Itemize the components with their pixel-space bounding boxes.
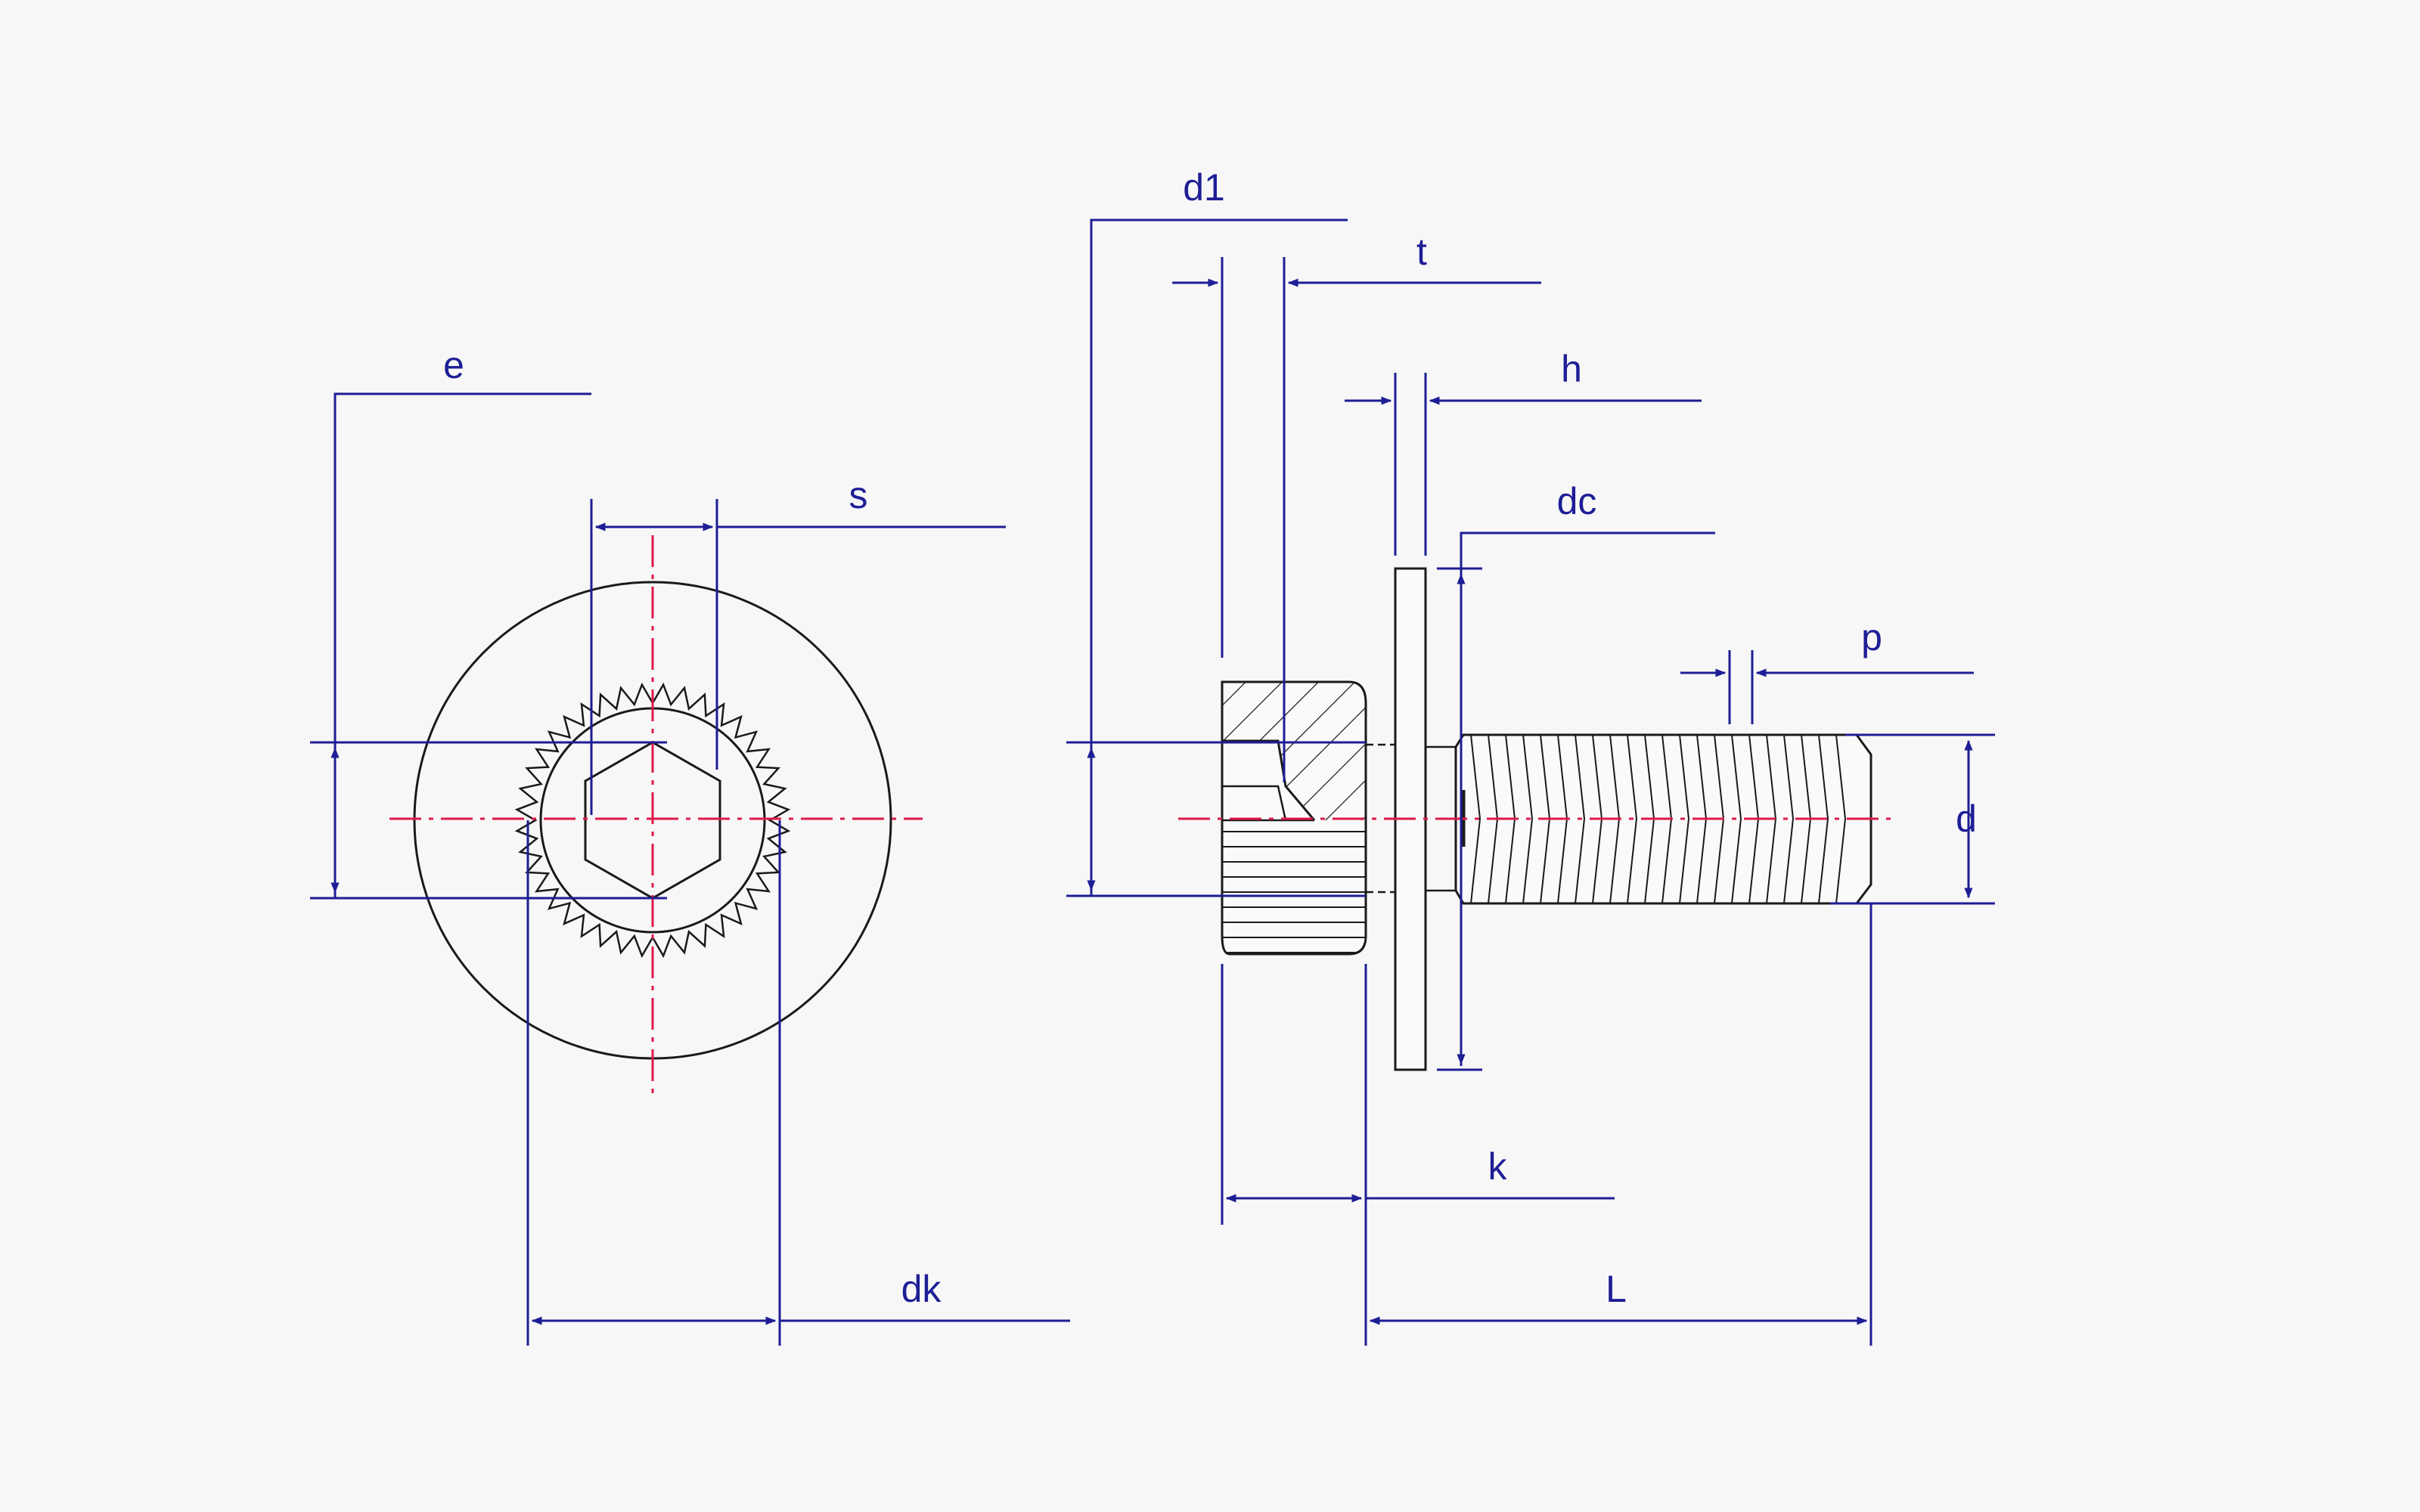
- thread-crest: [1470, 734, 1481, 904]
- side-view: [1178, 567, 1894, 1071]
- thread-crest: [1627, 734, 1638, 904]
- label-L: L: [1606, 1268, 1627, 1310]
- label-d1: d1: [1183, 166, 1225, 209]
- thread-crest: [1679, 734, 1690, 904]
- label-h: h: [1561, 348, 1582, 390]
- label-s: s: [849, 474, 868, 516]
- thread-crest: [1731, 734, 1742, 904]
- label-dc: dc: [1557, 480, 1597, 522]
- label-t: t: [1416, 231, 1427, 273]
- socket-profile: [1222, 739, 1316, 821]
- thread-crest: [1575, 734, 1586, 904]
- label-k: k: [1488, 1145, 1508, 1188]
- thread-crest: [1818, 734, 1829, 904]
- label-p: p: [1861, 616, 1882, 658]
- label-d: d: [1956, 798, 1977, 840]
- thread-crest: [1522, 734, 1534, 904]
- thread-crest: [1783, 734, 1795, 904]
- front-view: [389, 535, 923, 1100]
- label-dk: dk: [901, 1268, 942, 1310]
- side-view-dimensions: [1066, 218, 1995, 1346]
- thread-crest: [1835, 734, 1847, 904]
- front-view-dimensions: [310, 392, 1070, 1346]
- label-e: e: [443, 344, 464, 386]
- head-knurl-lines: [1222, 831, 1366, 953]
- head-section-hatch: [1222, 682, 1366, 820]
- dimension-labels: e s dk d1 t h dc p d k L: [443, 166, 1977, 1310]
